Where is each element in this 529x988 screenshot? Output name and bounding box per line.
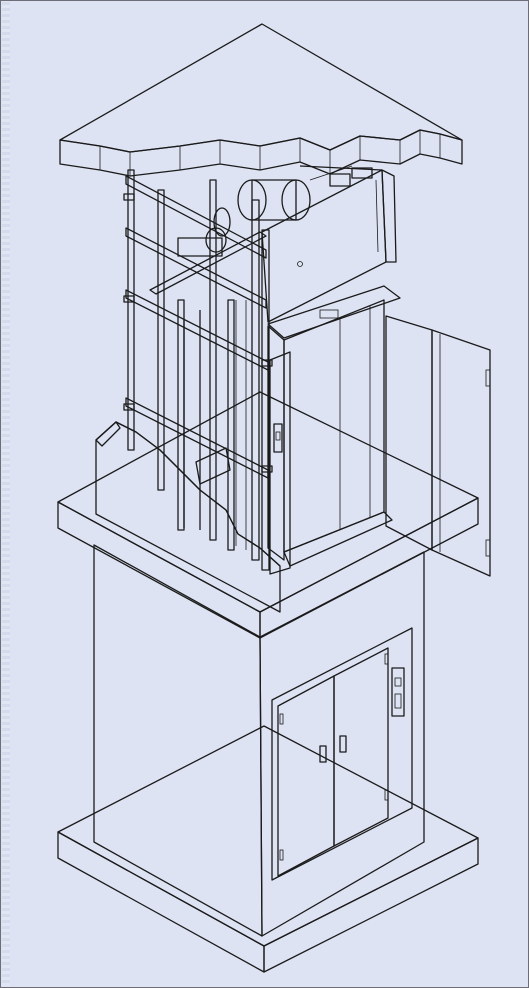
shaft-enclosure: [93, 544, 425, 937]
base-slab: [57, 725, 479, 973]
roof-slab-top: [59, 23, 463, 153]
control-box-side: [381, 169, 397, 263]
cabin-gate-panel-1: [385, 315, 433, 551]
door-surround: [271, 627, 413, 881]
cabin-left-wall: [267, 325, 285, 561]
middle-slab-left-side: [57, 501, 261, 639]
shaft-right-face: [259, 551, 425, 937]
machinery: [177, 165, 397, 323]
cabin-roof: [267, 285, 401, 339]
cabin-floor: [283, 511, 393, 567]
left-edge-strip: [2, 2, 10, 986]
base-slab-right-side: [263, 837, 479, 973]
landing-door-left-panel: [277, 675, 335, 877]
roof-slab-broken-edge: [59, 129, 463, 177]
door-handle-right: [339, 735, 347, 753]
call-panel-icon: [391, 667, 405, 717]
control-box-front: [261, 169, 387, 323]
door-handle-left: [319, 745, 327, 763]
roof-slab-icon: [59, 23, 463, 177]
base-slab-left-side: [57, 831, 265, 973]
cabin-back-wall: [283, 299, 385, 553]
cabin-gate-panel-2: [431, 329, 491, 577]
middle-slab-right-side: [259, 497, 479, 639]
wall-fragment: [95, 421, 281, 613]
cabin-gate: [385, 315, 491, 577]
landing-door-icon: [277, 647, 389, 877]
landing-door-right-panel: [333, 647, 389, 847]
base-slab-top: [57, 725, 479, 947]
car-cabin-icon: [267, 285, 401, 575]
machine-frame-icon: [123, 169, 273, 571]
